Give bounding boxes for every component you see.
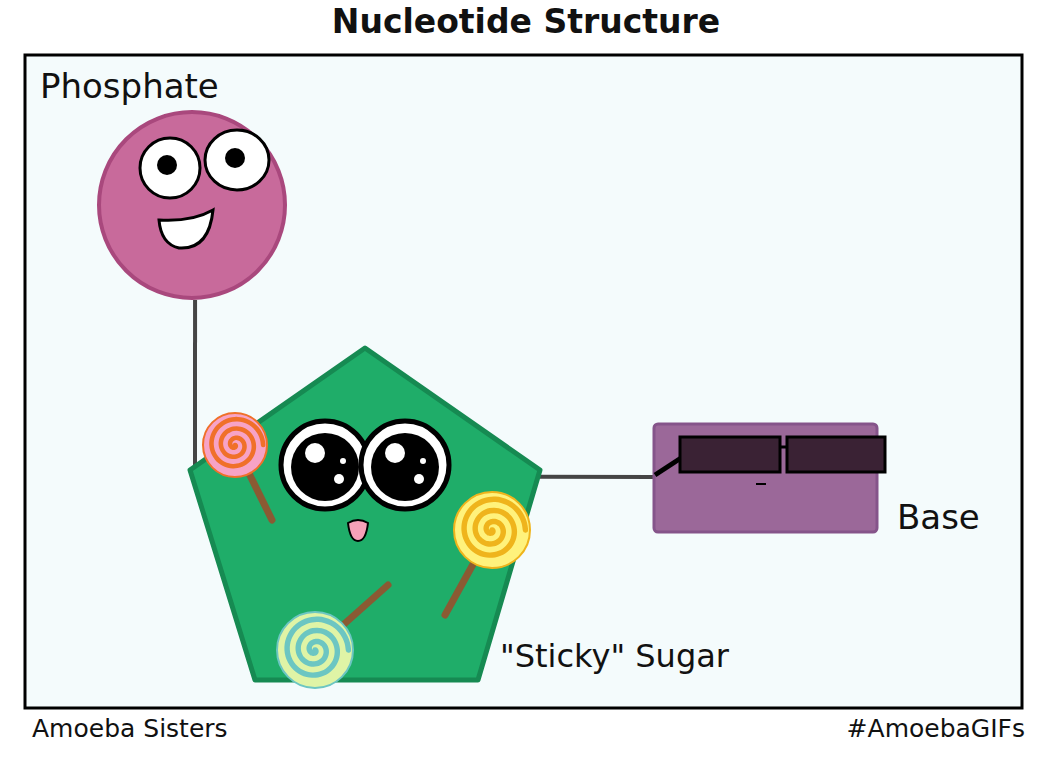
sugar-pentagon bbox=[190, 348, 540, 680]
sugar-pentagon-outline bbox=[188, 345, 544, 683]
phosphate-circle: Phosphate bbox=[97, 110, 287, 300]
node-label: "Sticky" Sugar bbox=[500, 637, 729, 675]
phosphate-face bbox=[140, 130, 269, 248]
bond-line bbox=[538, 475, 653, 479]
node-label: Base bbox=[897, 497, 980, 538]
bond-line bbox=[193, 300, 197, 466]
base-rect-outline bbox=[653, 423, 878, 533]
frame bbox=[25, 55, 1022, 708]
diagram-title: Nucleotide Structure bbox=[0, 2, 1052, 42]
base-rect: Base bbox=[653, 423, 878, 533]
lollipops bbox=[203, 413, 530, 688]
credit-label: #AmoebaGIFs bbox=[847, 714, 1025, 744]
node-label: Phosphate bbox=[40, 66, 219, 107]
phosphate-circle-outline bbox=[97, 110, 287, 300]
credit-label: Amoeba Sisters bbox=[32, 714, 228, 744]
sugar-face bbox=[281, 421, 449, 541]
sugar-pentagon: "Sticky" Sugar bbox=[188, 345, 544, 683]
phosphate-circle bbox=[99, 112, 285, 298]
sunglasses bbox=[655, 437, 885, 484]
